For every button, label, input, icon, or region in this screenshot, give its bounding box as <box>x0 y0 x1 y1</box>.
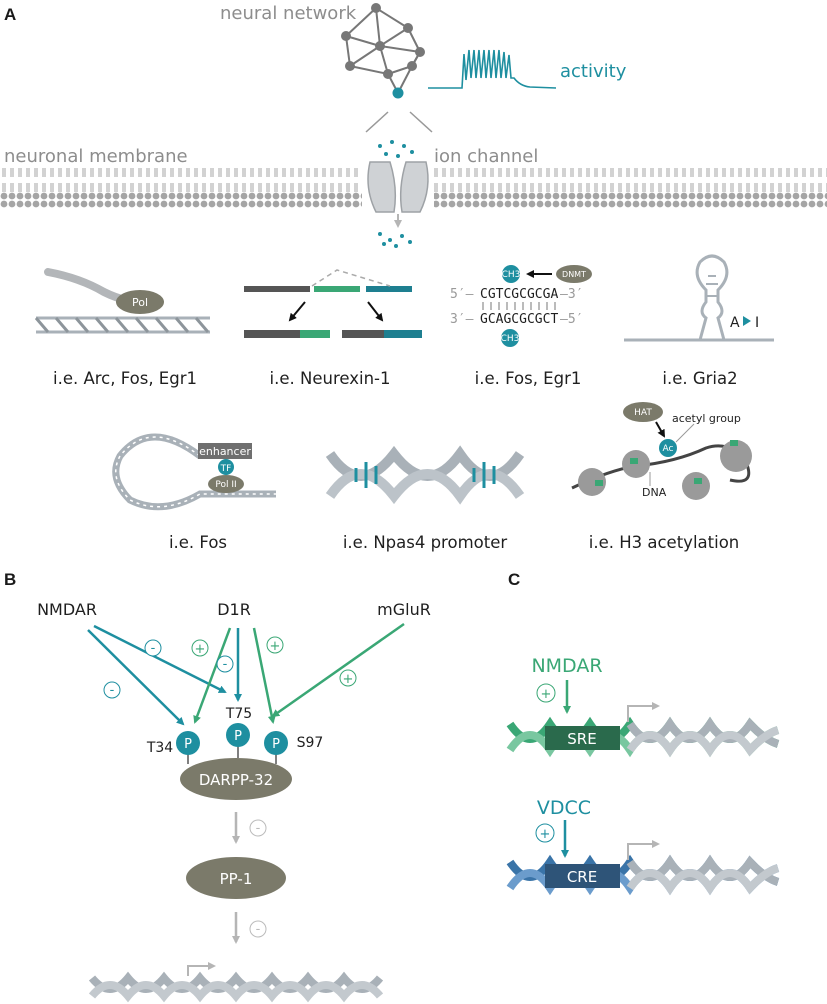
caption-npas4-promoter: i.e. Npas4 promoter <box>343 533 508 552</box>
plus-sign-3: + <box>343 672 354 687</box>
ch3-top-label: CH3 <box>502 270 521 280</box>
vdcc-label: VDCC <box>537 797 591 819</box>
network-nodes <box>341 3 425 79</box>
cre-helix <box>506 840 780 896</box>
pol-label: Pol <box>132 296 148 309</box>
p-s97: P <box>272 737 280 752</box>
sign-circles <box>103 636 357 699</box>
activity-trace <box>428 49 557 89</box>
hat-label: HAT <box>634 408 652 418</box>
dna-methylation-illustration: CH3 DNMT 5′– CGTCGCGCGA –3′ 3′– GCAGCGCG… <box>450 265 592 347</box>
seq-bottom-3prime: 3′– <box>450 312 474 327</box>
editing-arrow-icon <box>743 316 751 326</box>
t75-label: T75 <box>225 706 252 722</box>
editing-a-label: A <box>730 315 740 331</box>
neuronal-membrane-label: neuronal membrane <box>4 146 188 167</box>
transcription-illustration: Pol <box>34 268 210 334</box>
highlighted-neuron <box>392 87 404 99</box>
sre-label: SRE <box>567 730 596 748</box>
tf-label: TF <box>220 464 232 474</box>
activity-label: activity <box>560 61 627 82</box>
enhancer-loop-illustration: enhancer TF Pol II <box>112 433 276 511</box>
caption-neurexin-1: i.e. Neurexin-1 <box>270 369 391 388</box>
alternative-splicing-illustration <box>244 269 422 338</box>
seq-bottom-5prime: –5′ <box>560 312 583 327</box>
ions <box>378 140 414 248</box>
ac-label: Ac <box>663 444 674 454</box>
zoom-line-left <box>365 111 389 133</box>
pol2-label: Pol II <box>215 480 236 490</box>
seq-top-3prime: –3′ <box>560 287 583 302</box>
minus-sign-2: - <box>110 683 115 698</box>
t34-label: T34 <box>146 740 173 756</box>
panel-a-letter: A <box>4 5 16 24</box>
acetyl-group-label: acetyl group <box>672 412 741 425</box>
editing-i-label: I <box>755 315 759 331</box>
ion-channel-label: ion channel <box>434 146 538 167</box>
pp1-ellipse <box>186 857 286 899</box>
minus-sign-4: - <box>256 821 261 836</box>
caption-h3-acetylation: i.e. H3 acetylation <box>589 533 740 552</box>
minus-sign-3: - <box>223 657 228 672</box>
phospho-sites <box>176 723 288 764</box>
histone-acetylation-illustration: HAT Ac acetyl group DNA <box>571 402 752 500</box>
cre-label: CRE <box>567 868 597 886</box>
plus-sign-2: + <box>270 639 281 654</box>
caption-fos: i.e. Fos <box>169 533 227 552</box>
plus-circle-nmdar <box>536 683 556 703</box>
sre-helix <box>506 702 780 758</box>
seq-top: CGTCGCGCGA <box>480 287 558 302</box>
enhancer-label: enhancer <box>199 445 251 458</box>
p-t34: P <box>184 737 192 752</box>
minus-circle-4 <box>249 819 267 837</box>
rna-editing-illustration <box>624 254 774 342</box>
minus-circle-5 <box>249 920 267 938</box>
ch3-bottom-label: CH3 <box>501 334 520 344</box>
mglur-label: mGluR <box>377 600 431 619</box>
darpp32-label: DARPP-32 <box>199 771 273 789</box>
caption-gria2: i.e. Gria2 <box>662 369 737 388</box>
plus-sign-vdcc: + <box>540 827 551 842</box>
panel-b-dna-helix <box>88 962 384 1003</box>
neural-network-label: neural network <box>220 3 357 24</box>
nmdar-label: NMDAR <box>37 600 97 619</box>
signaling-arrows <box>87 622 405 726</box>
zoom-line-right <box>409 111 433 133</box>
dna-label: DNA <box>642 486 667 499</box>
darpp32-ellipse <box>180 758 292 800</box>
caption-arc-fos-egr1: i.e. Arc, Fos, Egr1 <box>53 369 197 388</box>
seq-top-5prime: 5′– <box>450 287 474 302</box>
ion-channel <box>362 160 434 228</box>
dnmt-label: DNMT <box>562 270 586 279</box>
neural-network-graph <box>345 7 421 94</box>
panel-b-letter: B <box>4 570 16 589</box>
minus-sign-5: - <box>256 922 261 937</box>
p-t75: P <box>234 729 242 744</box>
pp1-label: PP-1 <box>220 870 253 888</box>
promoter-helix-illustration <box>325 445 525 505</box>
seq-bottom: GCAGCGCGCT <box>480 312 558 327</box>
caption-fos-egr1: i.e. Fos, Egr1 <box>475 369 582 388</box>
panel-c-letter: C <box>508 570 520 589</box>
d1r-label: D1R <box>217 600 251 619</box>
plus-sign-nmdar: + <box>541 687 552 702</box>
minus-sign-1: - <box>151 641 156 656</box>
plus-sign-1: + <box>195 642 206 657</box>
plus-circle-vdcc <box>535 823 555 843</box>
nmdar-c-label: NMDAR <box>531 655 602 677</box>
s97-label: S97 <box>297 735 324 751</box>
